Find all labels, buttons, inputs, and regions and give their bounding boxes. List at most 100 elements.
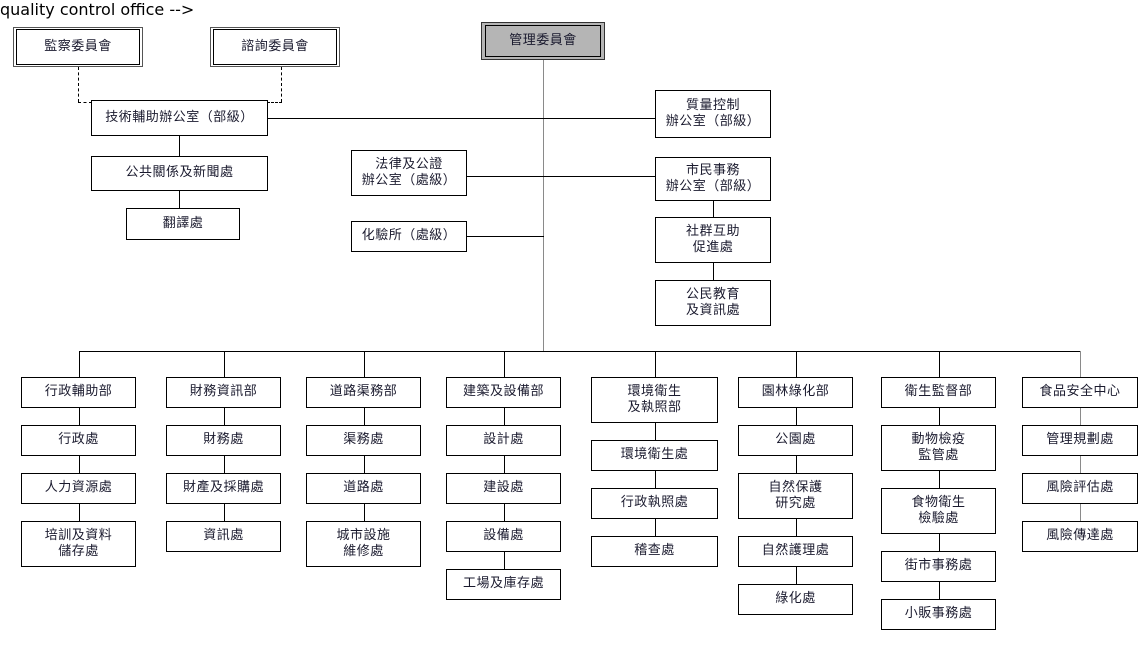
- department-child-label: 小販事務處: [904, 606, 973, 622]
- box-community-mutual-aid-label: 社群互助 促進處: [685, 223, 740, 255]
- box-laboratory[interactable]: 化驗所（處級）: [351, 221, 467, 252]
- department-head-box[interactable]: 環境衛生 及執照部: [591, 377, 718, 423]
- department-child-link: [79, 504, 80, 521]
- box-translation[interactable]: 翻譯處: [126, 208, 240, 240]
- department-child-box[interactable]: 自然護理處: [738, 536, 853, 567]
- link-civic-affairs-to-community: [713, 201, 714, 217]
- department-child-label: 道路處: [343, 480, 384, 496]
- department-child-label: 行政處: [58, 432, 99, 448]
- department-child-label: 自然保護 研究處: [768, 479, 823, 511]
- box-technical-support-office[interactable]: 技術輔助辦公室（部級）: [91, 100, 268, 136]
- department-child-label: 城市設施 維修處: [336, 527, 391, 559]
- department-child-box[interactable]: 街市事務處: [881, 551, 996, 582]
- department-head-label: 衛生監督部: [904, 384, 973, 400]
- department-child-box[interactable]: 行政執照處: [591, 488, 718, 519]
- department-child-box[interactable]: 食物衛生 檢驗處: [881, 488, 996, 534]
- department-child-link: [796, 567, 797, 584]
- box-advisory-committee-label: 諮詢委員會: [213, 29, 337, 65]
- department-head-label: 財務資訊部: [189, 384, 258, 400]
- department-child-box[interactable]: 財產及採購處: [166, 473, 281, 504]
- department-drop-line: [1080, 351, 1081, 377]
- department-child-link: [939, 471, 940, 488]
- department-child-box[interactable]: 風險評估處: [1022, 473, 1138, 504]
- box-community-mutual-aid[interactable]: 社群互助 促進處: [655, 217, 771, 263]
- department-head-box[interactable]: 財務資訊部: [166, 377, 281, 408]
- department-child-label: 培訓及資料 儲存處: [44, 527, 113, 559]
- department-child-link: [796, 456, 797, 473]
- department-child-box[interactable]: 風險傳達處: [1022, 521, 1138, 552]
- box-public-relations-press[interactable]: 公共關係及新聞處: [91, 156, 268, 191]
- department-child-box[interactable]: 稽查處: [591, 536, 718, 567]
- department-child-label: 行政執照處: [620, 495, 689, 511]
- department-child-link: [796, 408, 797, 425]
- department-head-box[interactable]: 行政輔助部: [21, 377, 136, 408]
- department-child-link: [224, 408, 225, 425]
- department-child-box[interactable]: 管理規劃處: [1022, 425, 1138, 456]
- box-legal-notary-office[interactable]: 法律及公證 辦公室（處級）: [351, 150, 467, 196]
- box-civic-affairs-office[interactable]: 市民事務 辦公室（部級）: [655, 157, 771, 201]
- box-laboratory-label: 化驗所（處級）: [361, 228, 457, 244]
- department-head-label: 環境衛生 及執照部: [627, 383, 682, 415]
- department-child-box[interactable]: 財務處: [166, 425, 281, 456]
- department-child-box[interactable]: 動物檢疫 監管處: [881, 425, 996, 471]
- department-child-label: 自然護理處: [761, 543, 830, 559]
- department-child-link: [655, 519, 656, 536]
- box-management-committee[interactable]: 管理委員會: [481, 22, 605, 60]
- department-head-box[interactable]: 園林綠化部: [738, 377, 853, 408]
- department-child-label: 食物衛生 檢驗處: [911, 494, 966, 526]
- box-civic-education-info[interactable]: 公民教育 及資訊處: [655, 280, 771, 326]
- main-spine-line: [543, 60, 544, 352]
- box-public-relations-press-label: 公共關係及新聞處: [125, 165, 234, 181]
- department-child-link: [796, 519, 797, 536]
- department-child-link: [504, 504, 505, 521]
- link-laboratory-to-spine: [467, 236, 544, 237]
- box-supervisory-committee[interactable]: 監察委員會: [13, 27, 143, 67]
- department-child-box[interactable]: 公園處: [738, 425, 853, 456]
- department-child-box[interactable]: 綠化處: [738, 584, 853, 615]
- department-child-label: 建設處: [483, 480, 524, 496]
- box-quality-control-office[interactable]: 質量控制 辦公室（部級）: [655, 90, 771, 138]
- box-quality-control-office-label: 質量控制 辦公室（部級）: [665, 97, 761, 129]
- department-child-box[interactable]: 自然保護 研究處: [738, 473, 853, 519]
- department-child-box[interactable]: 人力資源處: [21, 473, 136, 504]
- department-child-label: 財產及採購處: [182, 480, 264, 496]
- department-child-label: 渠務處: [343, 432, 384, 448]
- department-child-box[interactable]: 培訓及資料 儲存處: [21, 521, 136, 567]
- box-advisory-committee[interactable]: 諮詢委員會: [210, 27, 340, 67]
- department-child-box[interactable]: 渠務處: [306, 425, 421, 456]
- department-child-link: [504, 456, 505, 473]
- department-child-box[interactable]: 小販事務處: [881, 599, 996, 630]
- department-child-box[interactable]: 環境衛生處: [591, 440, 718, 471]
- department-child-label: 設備處: [483, 528, 524, 544]
- department-drop-line: [939, 351, 940, 377]
- dashed-connector-advisory-v: [281, 67, 282, 102]
- department-child-link: [655, 423, 656, 440]
- box-technical-support-office-label: 技術輔助辦公室（部級）: [105, 109, 254, 125]
- department-child-box[interactable]: 城市設施 維修處: [306, 521, 421, 567]
- department-child-label: 工場及庫存處: [462, 576, 544, 592]
- department-child-link: [79, 456, 80, 473]
- department-child-box[interactable]: 設計處: [446, 425, 561, 456]
- department-child-box[interactable]: 行政處: [21, 425, 136, 456]
- department-drop-line: [504, 351, 505, 377]
- department-head-box[interactable]: 道路渠務部: [306, 377, 421, 408]
- dashed-connector-supervisory-v: [78, 67, 79, 102]
- department-drop-line: [796, 351, 797, 377]
- department-child-label: 資訊處: [203, 528, 244, 544]
- department-head-box[interactable]: 食品安全中心: [1022, 377, 1138, 408]
- link-community-to-civic-education: [713, 263, 714, 280]
- department-child-box[interactable]: 建設處: [446, 473, 561, 504]
- department-child-label: 設計處: [483, 432, 524, 448]
- department-child-box[interactable]: 資訊處: [166, 521, 281, 552]
- department-head-box[interactable]: 衛生監督部: [881, 377, 996, 408]
- department-child-label: 人力資源處: [44, 480, 113, 496]
- department-child-link: [1080, 456, 1081, 473]
- department-child-link: [364, 408, 365, 425]
- department-child-box[interactable]: 設備處: [446, 521, 561, 552]
- department-head-box[interactable]: 建築及設備部: [446, 377, 561, 408]
- box-management-committee-label: 管理委員會: [485, 25, 601, 57]
- department-child-box[interactable]: 道路處: [306, 473, 421, 504]
- department-child-box[interactable]: 工場及庫存處: [446, 569, 561, 600]
- department-drop-line: [655, 351, 656, 377]
